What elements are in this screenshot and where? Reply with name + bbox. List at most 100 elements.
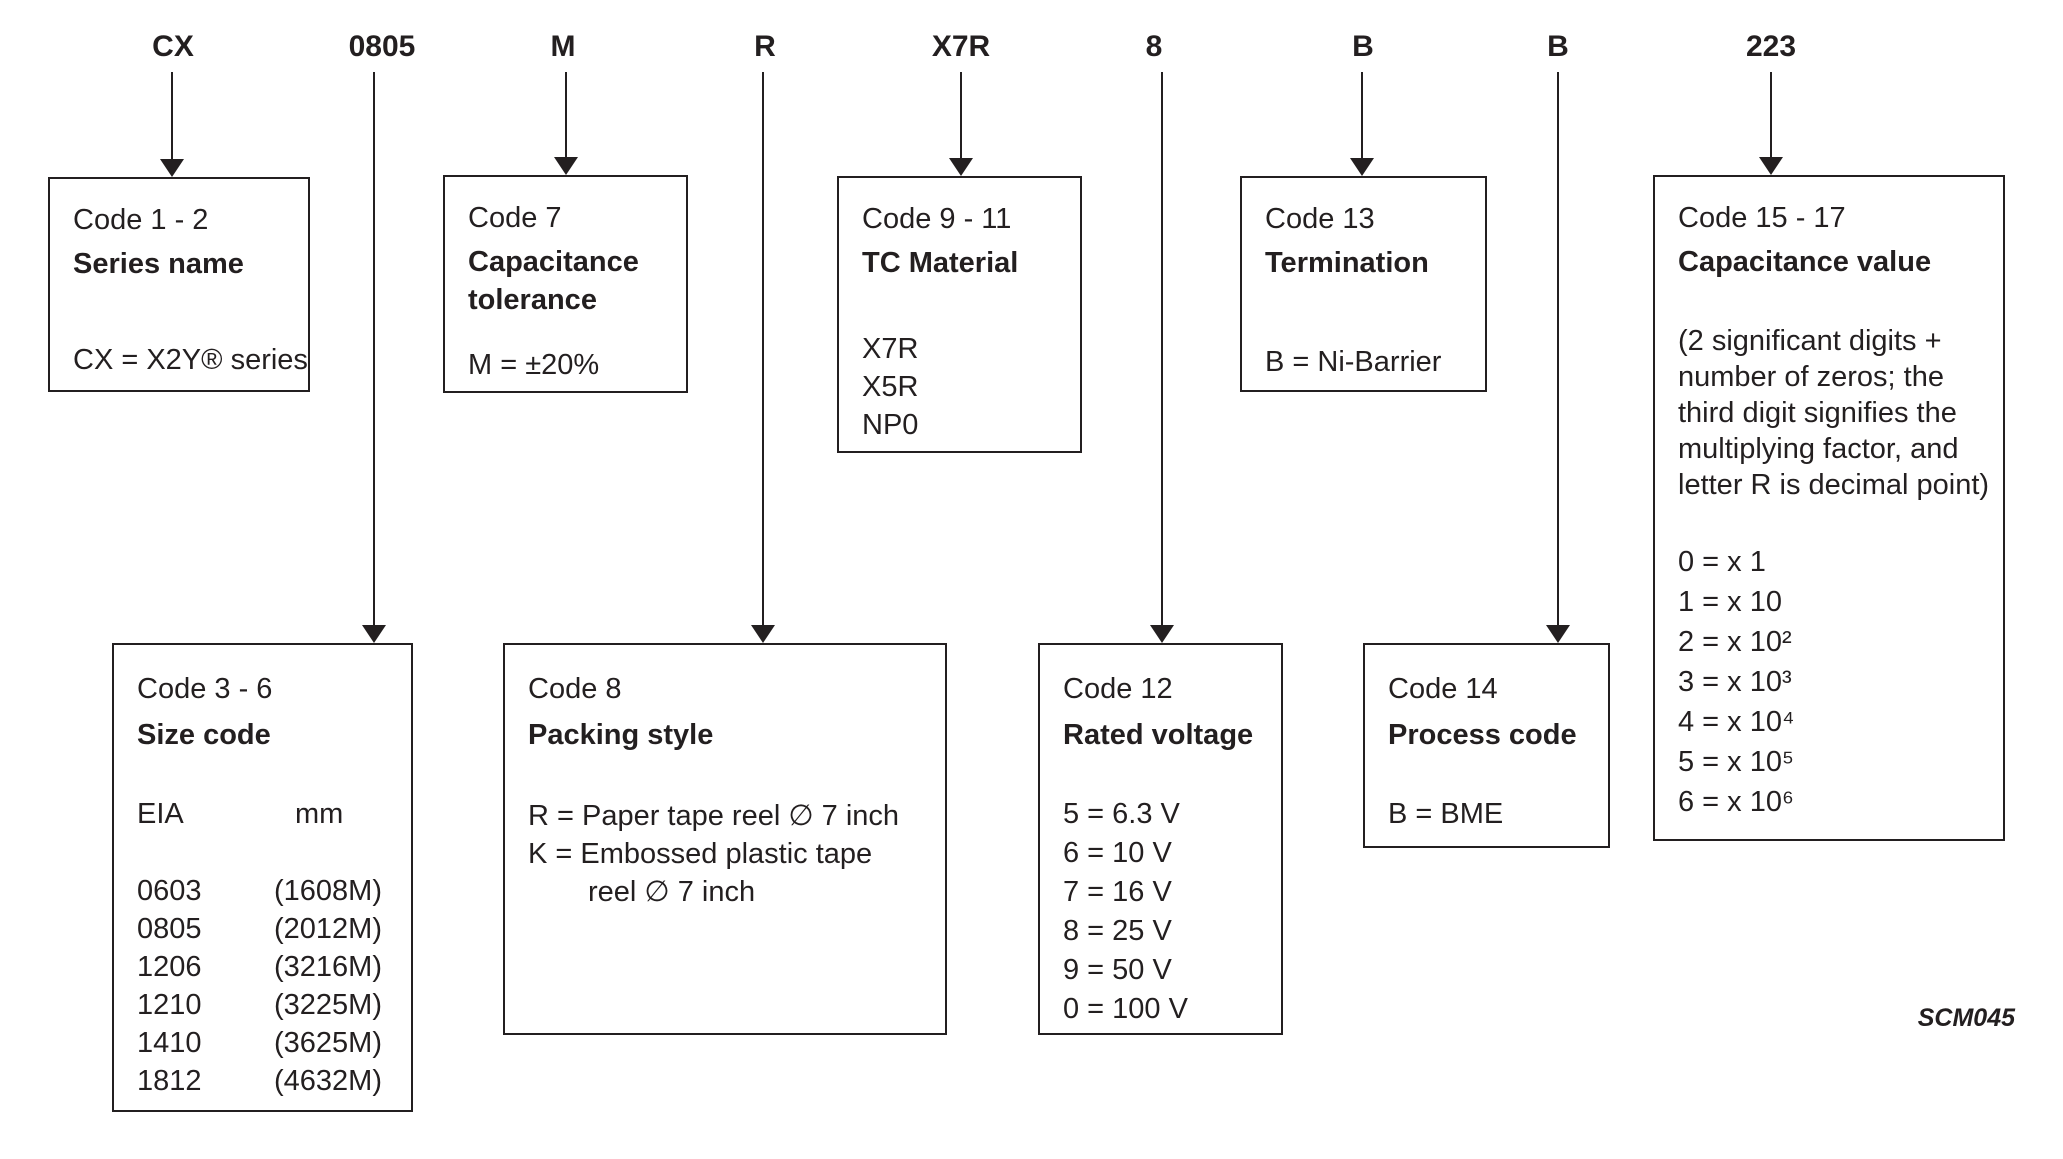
code-box-tc-material: Code 9 - 11 TC Material X7R X5R NP0 bbox=[837, 176, 1082, 453]
segment-title: Series name bbox=[73, 248, 244, 280]
size-table-row: 1812 (4632M) bbox=[137, 1062, 382, 1100]
segment-value: CX = X2Y® series bbox=[73, 344, 308, 376]
figure-id: SCM045 bbox=[1917, 1004, 2015, 1032]
size-mm: (4632M) bbox=[274, 1065, 382, 1097]
multiplier-list: 0 = x 1 1 = x 10 2 = x 10² 3 = x 10³ 4 =… bbox=[1678, 542, 1794, 822]
note-line: number of zeros; the bbox=[1678, 361, 1944, 393]
code-box-rated-voltage: Code 12 Rated voltage 5 = 6.3 V 6 = 10 V… bbox=[1038, 643, 1283, 1035]
size-eia: 1812 bbox=[137, 1065, 202, 1097]
code-box-termination: Code 13 Termination B = Ni-Barrier bbox=[1240, 176, 1487, 392]
connector-line-process bbox=[1557, 72, 1559, 626]
arrow-down-icon-packing bbox=[751, 625, 775, 643]
packing-option: R = Paper tape reel ∅ 7 inch bbox=[528, 800, 900, 832]
code-range: Code 14 bbox=[1388, 673, 1498, 705]
connector-line-termination bbox=[1361, 72, 1363, 159]
size-table-row: 1410 (3625M) bbox=[137, 1024, 382, 1062]
size-eia: 0805 bbox=[137, 913, 202, 945]
size-mm: (2012M) bbox=[274, 913, 382, 945]
code-box-process-code: Code 14 Process code B = BME bbox=[1363, 643, 1610, 848]
segment-value: B = BME bbox=[1388, 798, 1504, 830]
segment-title: Termination bbox=[1265, 247, 1429, 279]
voltage-item: 7 = 16 V bbox=[1063, 876, 1172, 908]
arrow-down-icon-process bbox=[1546, 625, 1570, 643]
segment-title: TC Material bbox=[862, 247, 1019, 279]
part-code-label-process: B bbox=[1547, 30, 1569, 63]
arrow-down-icon-tolerance bbox=[554, 157, 578, 175]
arrow-down-icon-series bbox=[160, 159, 184, 177]
multiplier-item: 2 = x 10² bbox=[1678, 626, 1792, 658]
size-col-header-eia: EIA bbox=[137, 798, 184, 830]
segment-title: Packing style bbox=[528, 719, 714, 751]
tc-material-option: X7R bbox=[862, 333, 919, 365]
segment-title: Size code bbox=[137, 719, 271, 751]
size-eia: 1410 bbox=[137, 1027, 202, 1059]
arrow-down-icon-size bbox=[362, 625, 386, 643]
code-range: Code 3 - 6 bbox=[137, 673, 273, 705]
multiplier-item: 4 = x 10⁴ bbox=[1678, 706, 1795, 738]
packing-option: K = Embossed plastic tape bbox=[528, 838, 873, 870]
connector-line-series bbox=[171, 72, 173, 160]
code-box-capacitance-value: Code 15 - 17 Capacitance value (2 signif… bbox=[1653, 175, 2005, 841]
code-range: Code 1 - 2 bbox=[73, 204, 209, 236]
multiplier-item: 1 = x 10 bbox=[1678, 586, 1782, 618]
part-code-label-voltage: 8 bbox=[1145, 30, 1163, 63]
size-col-header-mm: mm bbox=[295, 798, 344, 830]
part-code-label-tolerance: M bbox=[550, 30, 576, 63]
segment-title: Rated voltage bbox=[1063, 719, 1254, 751]
code-range: Code 13 bbox=[1265, 203, 1375, 235]
size-mm: (3225M) bbox=[274, 989, 382, 1021]
segment-value: B = Ni-Barrier bbox=[1265, 346, 1442, 378]
note-line: third digit signifies the bbox=[1678, 397, 1957, 429]
multiplier-item: 5 = x 10⁵ bbox=[1678, 746, 1795, 778]
voltage-item: 8 = 25 V bbox=[1063, 915, 1172, 947]
voltage-item: 6 = 10 V bbox=[1063, 837, 1172, 869]
size-table-header: EIA mm bbox=[137, 795, 343, 833]
segment-title: Capacitance tolerance bbox=[468, 246, 639, 316]
code-box-packing-style: Code 8 Packing style R = Paper tape reel… bbox=[503, 643, 947, 1035]
multiplier-item: 0 = x 1 bbox=[1678, 546, 1766, 578]
voltage-item: 5 = 6.3 V bbox=[1063, 798, 1180, 830]
arrow-down-icon-cap-value bbox=[1759, 157, 1783, 175]
connector-line-tc-material bbox=[960, 72, 962, 159]
arrow-down-icon-tc-material bbox=[949, 158, 973, 176]
segment-value: M = ±20% bbox=[468, 349, 600, 381]
arrow-down-icon-termination bbox=[1350, 158, 1374, 176]
code-box-series-name: Code 1 - 2 Series name CX = X2Y® series bbox=[48, 177, 310, 392]
cap-value-note: (2 significant digits + number of zeros;… bbox=[1678, 323, 1989, 503]
size-mm: (3625M) bbox=[274, 1027, 382, 1059]
size-mm: (1608M) bbox=[274, 875, 382, 907]
part-code-label-cap-value: 223 bbox=[1745, 30, 1797, 63]
voltage-item: 0 = 100 V bbox=[1063, 993, 1188, 1025]
voltage-item: 9 = 50 V bbox=[1063, 954, 1172, 986]
connector-line-cap-value bbox=[1770, 72, 1772, 158]
code-range: Code 7 bbox=[468, 202, 562, 234]
connector-line-packing bbox=[762, 72, 764, 626]
segment-title: Process code bbox=[1388, 719, 1577, 751]
size-table-row: 0603 (1608M) bbox=[137, 872, 382, 910]
size-eia: 0603 bbox=[137, 875, 202, 907]
code-box-capacitance-tolerance: Code 7 Capacitance tolerance M = ±20% bbox=[443, 175, 688, 393]
part-code-label-series: CX bbox=[152, 30, 194, 63]
size-table-row: 1210 (3225M) bbox=[137, 986, 382, 1024]
code-range: Code 8 bbox=[528, 673, 622, 705]
code-range: Code 12 bbox=[1063, 673, 1173, 705]
code-box-size-code: Code 3 - 6 Size code EIA mm 0603 (1608M) 0… bbox=[112, 643, 413, 1112]
connector-line-voltage bbox=[1161, 72, 1163, 626]
size-mm: (3216M) bbox=[274, 951, 382, 983]
connector-line-size bbox=[373, 72, 375, 626]
packing-options: R = Paper tape reel ∅ 7 inch K = Embosse… bbox=[528, 797, 899, 911]
packing-option-continued: reel ∅ 7 inch bbox=[588, 876, 756, 908]
size-eia: 1210 bbox=[137, 989, 202, 1021]
note-line: (2 significant digits + bbox=[1678, 325, 1942, 357]
part-code-label-tc-material: X7R bbox=[931, 30, 991, 63]
tc-material-option: X5R bbox=[862, 371, 919, 403]
size-table-row: 1206(3216M) bbox=[137, 948, 382, 986]
part-code-label-termination: B bbox=[1352, 30, 1374, 63]
multiplier-item: 6 = x 10⁶ bbox=[1678, 786, 1794, 818]
segment-title: Capacitance value bbox=[1678, 246, 1932, 278]
code-range: Code 15 - 17 bbox=[1678, 202, 1846, 234]
note-line: multiplying factor, and bbox=[1678, 433, 1959, 465]
connector-line-tolerance bbox=[565, 72, 567, 158]
tc-material-options: X7R X5R NP0 bbox=[862, 330, 918, 444]
